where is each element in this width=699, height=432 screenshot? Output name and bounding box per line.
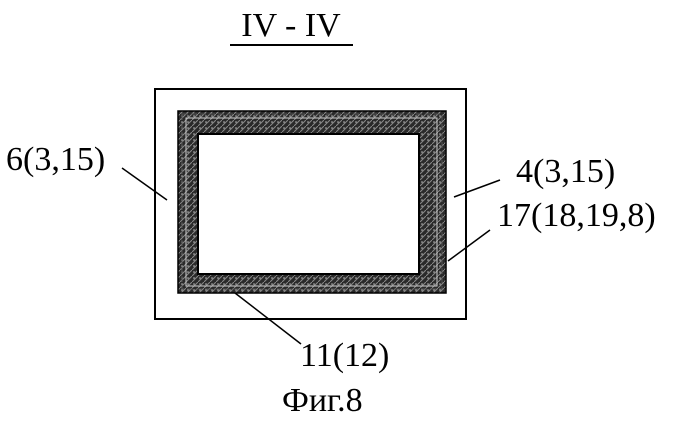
label-bottom-layer: 11(12)	[300, 337, 389, 374]
section-title: IV - IV	[241, 7, 341, 44]
inner-opening	[198, 134, 419, 274]
figure-caption: Фиг.8	[282, 382, 363, 419]
label-right-wall: 4(3,15)	[516, 153, 615, 190]
label-left-wall: 6(3,15)	[6, 141, 105, 178]
label-liner: 17(18,19,8)	[497, 197, 656, 234]
